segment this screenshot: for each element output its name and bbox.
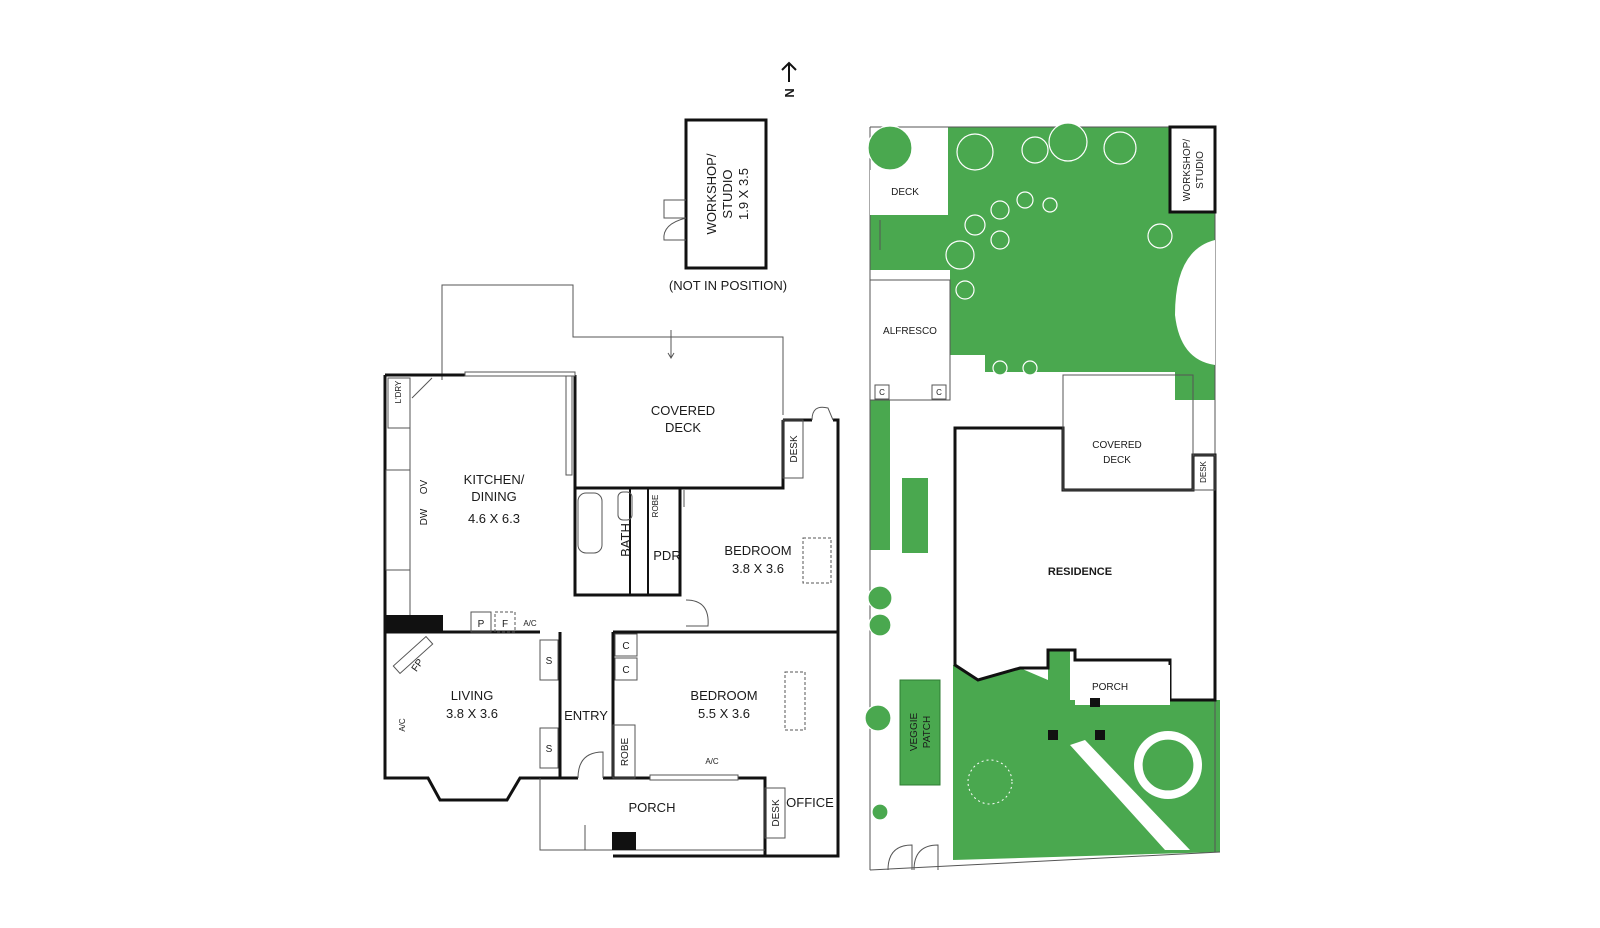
veggie-label-2: PATCH xyxy=(922,716,933,748)
pantry-label: P xyxy=(478,619,485,630)
office-label: OFFICE xyxy=(786,795,834,810)
alfresco-label: ALFRESCO xyxy=(883,326,937,337)
living-dims: 3.8 X 3.6 xyxy=(446,706,498,721)
workshop-room: WORKSHOP/ STUDIO 1.9 X 3.5 xyxy=(663,118,768,270)
cupboard-label-1: C xyxy=(622,641,629,652)
site-workshop-label-2: STUDIO xyxy=(1195,151,1206,189)
kitchen-ac-label: A/C xyxy=(523,619,537,628)
kitchen-dims: 4.6 X 6.3 xyxy=(468,511,520,526)
bath-label: BATH xyxy=(618,523,633,557)
bedroom1-label: BEDROOM xyxy=(724,543,791,558)
cupboard-label-2: C xyxy=(622,665,629,676)
site-workshop-label-1: WORKSHOP/ xyxy=(1182,139,1193,201)
workshop-label-2: STUDIO xyxy=(720,169,735,218)
laundry-label: L'DRY xyxy=(394,380,403,403)
bedroom2-ac-label: A/C xyxy=(705,757,719,766)
covered-deck-label-2: DECK xyxy=(665,420,701,435)
site-cupboard-1: C xyxy=(879,388,885,397)
site-deck-label: DECK xyxy=(891,187,919,198)
storage-label-1: S xyxy=(546,656,553,667)
living-label: LIVING xyxy=(451,688,494,703)
storage-label-2: S xyxy=(546,744,553,755)
side-trees xyxy=(864,585,893,821)
desk-label-1: DESK xyxy=(789,435,800,463)
site-plan: DECK WORKSHOP/ STUDIO ALFRESCO C C RESID… xyxy=(864,122,1221,871)
bedroom2-label: BEDROOM xyxy=(690,688,757,703)
dishwasher-label: DW xyxy=(419,508,430,525)
bedroom2-dims: 5.5 X 3.6 xyxy=(698,706,750,721)
entry-label: ENTRY xyxy=(564,708,608,723)
kitchen-label-1: KITCHEN/ xyxy=(464,472,525,487)
veggie-label-1: VEGGIE xyxy=(909,713,920,752)
pdr-label: PDR xyxy=(653,548,680,563)
site-desk-label: DESK xyxy=(1199,460,1208,482)
site-covered-deck-1: COVERED xyxy=(1092,440,1141,451)
kitchen-label-2: DINING xyxy=(471,489,517,504)
residence-footprint xyxy=(953,426,1217,702)
north-label: N xyxy=(782,88,797,97)
site-porch-label: PORCH xyxy=(1092,682,1128,693)
not-in-position-note: (NOT IN POSITION) xyxy=(669,278,787,293)
robe-label-2: ROBE xyxy=(620,738,631,767)
porch-label: PORCH xyxy=(629,800,676,815)
site-covered-deck-2: DECK xyxy=(1103,455,1131,466)
living-ac-label: A/C xyxy=(398,718,407,732)
workshop-dims: 1.9 X 3.5 xyxy=(736,168,751,220)
north-arrow: N xyxy=(781,61,797,98)
back-trees xyxy=(867,122,1173,376)
covered-deck-label-1: COVERED xyxy=(651,403,715,418)
site-cupboard-2: C xyxy=(936,388,942,397)
fridge-label: F xyxy=(502,619,508,630)
oven-label: OV xyxy=(419,479,430,494)
robe-label-1: ROBE xyxy=(651,495,660,518)
ground-floor-plan: L'DRY OV DW P F A/C BATH ROBE PDR COVERE… xyxy=(383,284,840,858)
side-garden-strip xyxy=(870,400,890,550)
bedroom1-dims: 3.8 X 3.6 xyxy=(732,561,784,576)
desk-label-2: DESK xyxy=(771,799,782,827)
workshop-label-1: WORKSHOP/ xyxy=(704,153,719,234)
residence-label: RESIDENCE xyxy=(1048,566,1112,578)
back-garden xyxy=(870,127,1215,400)
